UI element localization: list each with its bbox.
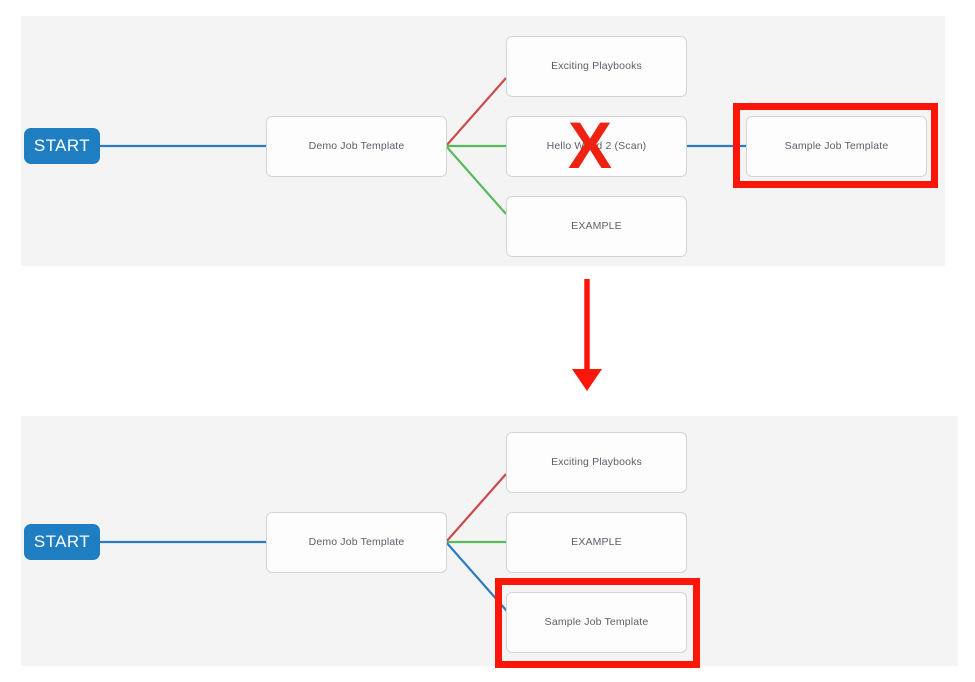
after-node-demo-job-template-label: Demo Job Template [308, 536, 405, 549]
before-node-example-label: EXAMPLE [571, 220, 622, 233]
before-node-hello-world-2-scan[interactable]: Hello World 2 (Scan) [506, 116, 687, 177]
before-highlight-box-sample-job-template [733, 103, 938, 188]
before-node-exciting-playbooks-label: Exciting Playbooks [551, 60, 642, 73]
link-demo-to-example [445, 145, 507, 215]
before-start-node[interactable]: START [24, 128, 100, 164]
before-node-exciting-playbooks[interactable]: Exciting Playbooks [506, 36, 687, 97]
after-node-demo-job-template[interactable]: Demo Job Template [266, 512, 447, 573]
after-node-exciting-playbooks-label: Exciting Playbooks [551, 456, 642, 469]
before-node-sample-job-template[interactable]: Sample Job Template [746, 116, 927, 177]
before-start-label: START [33, 136, 91, 155]
before-node-example[interactable]: EXAMPLE [506, 196, 687, 257]
after-highlight-box-sample-job-template [495, 578, 700, 668]
after-workflow-panel: START Demo Job Template Exciting Playboo… [21, 416, 958, 668]
transition-arrow [560, 276, 616, 394]
after-connector-lines [100, 473, 514, 619]
before-node-sample-job-template-label: Sample Job Template [784, 140, 889, 153]
before-node-demo-job-template-label: Demo Job Template [308, 140, 405, 153]
after-node-sample-job-template-label: Sample Job Template [544, 616, 649, 629]
before-connector-lines [100, 77, 746, 215]
after-node-example-label: EXAMPLE [571, 536, 622, 549]
after-node-sample-job-template[interactable]: Sample Job Template [506, 592, 687, 653]
after-start-node[interactable]: START [24, 524, 100, 560]
before-node-hello-world-2-scan-label: Hello World 2 (Scan) [546, 140, 647, 153]
after-node-example[interactable]: EXAMPLE [506, 512, 687, 573]
before-node-demo-job-template[interactable]: Demo Job Template [266, 116, 447, 177]
after-node-exciting-playbooks[interactable]: Exciting Playbooks [506, 432, 687, 493]
before-workflow-panel: START Demo Job Template Exciting Playboo… [21, 16, 945, 266]
link-demo-to-exciting-playbooks [445, 77, 507, 147]
down-arrow-icon [572, 279, 602, 391]
after-link-demo-to-exciting-playbooks [445, 473, 507, 543]
after-start-label: START [33, 532, 91, 551]
